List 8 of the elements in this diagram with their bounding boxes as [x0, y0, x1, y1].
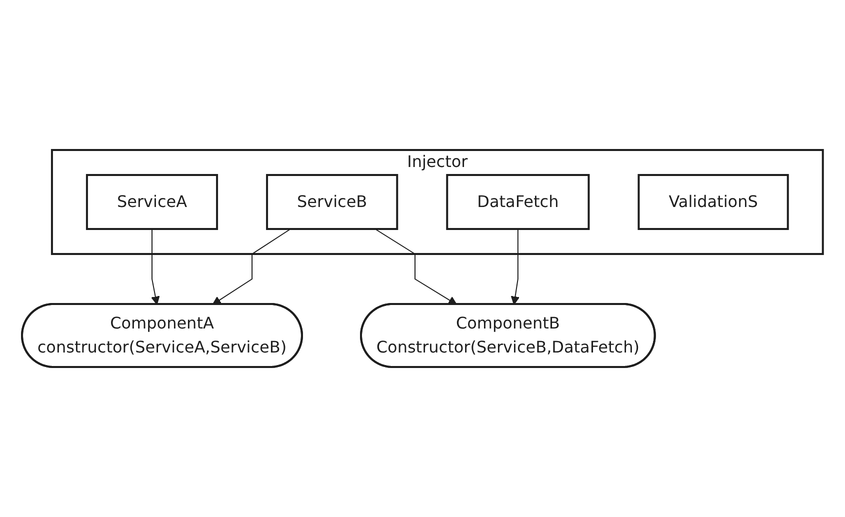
node-box: ServiceB	[266, 174, 398, 230]
arrow	[151, 228, 160, 305]
node-box: ServiceA	[86, 174, 218, 230]
arrow	[374, 228, 458, 305]
node-box: ValidationS	[638, 174, 789, 230]
node-box: DataFetch	[446, 174, 590, 230]
arrow	[510, 228, 520, 305]
arrow	[212, 228, 292, 305]
